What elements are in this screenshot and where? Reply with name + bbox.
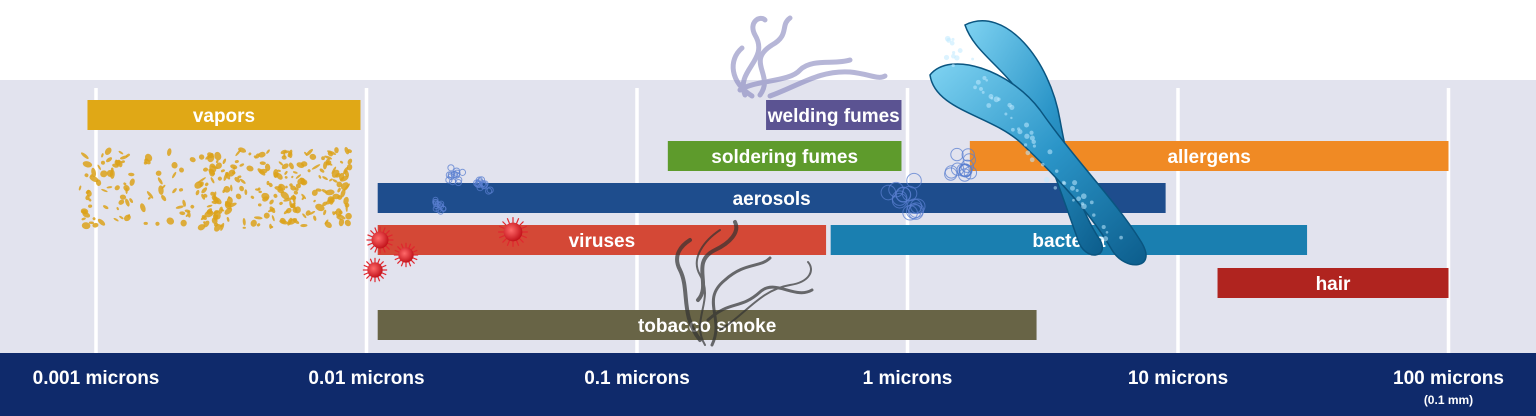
grid-lines (94, 88, 1451, 353)
bar-label-soldering-fumes: soldering fumes (711, 147, 858, 168)
virus-icon (362, 257, 388, 283)
bar-label-hair: hair (1316, 274, 1351, 295)
bar-label-vapors: vapors (193, 106, 255, 127)
virus-icon (393, 242, 419, 268)
vapor-particles-icon (78, 147, 353, 232)
aerosol-cluster-icon (944, 147, 978, 182)
tick-label: 100 microns (1393, 368, 1504, 389)
bar-soldering-fumes (667, 141, 902, 171)
axis-ticks: 0.001 microns 0.01 microns 0.1 microns 1 mi… (33, 368, 1504, 407)
tick-label: 0.001 microns (33, 368, 160, 389)
bar-label-tobacco-smoke: tobacco smoke (638, 316, 776, 337)
tick-label: 1 microns (863, 368, 953, 389)
aerosol-cluster-icon (880, 172, 926, 221)
aerosol-cluster-icon (432, 196, 447, 215)
bar-tobacco-smoke (377, 310, 1037, 340)
decor-back (78, 15, 888, 232)
bacterium-icon (929, 20, 1147, 266)
virus-icon (498, 217, 528, 247)
welding-smoke-icon (730, 15, 888, 99)
bar-label-aerosols: aerosols (733, 189, 811, 210)
decor-front (362, 20, 1147, 347)
aerosol-cluster-icon (445, 164, 467, 187)
aerosol-cluster-icon (473, 176, 494, 195)
bar-aerosols (377, 183, 1166, 213)
bar-hair (1217, 268, 1449, 298)
tick-sublabel: (0.1 mm) (1424, 393, 1473, 407)
bar-label-viruses: viruses (569, 231, 636, 252)
bar-welding-fumes (766, 100, 902, 130)
tick-label: 10 microns (1128, 368, 1228, 389)
axis-band (0, 353, 1536, 416)
tick-label: 0.1 microns (584, 368, 690, 389)
bar-label-allergens: allergens (1167, 147, 1250, 168)
smoke-plume-icon (675, 220, 814, 347)
tick-label: 0.01 microns (308, 368, 424, 389)
virus-icon (366, 226, 394, 254)
bar-vapors (87, 100, 361, 130)
bar-viruses (377, 225, 827, 255)
bar-label-welding-fumes: welding fumes (767, 106, 900, 127)
bar-bacteria (830, 225, 1308, 255)
